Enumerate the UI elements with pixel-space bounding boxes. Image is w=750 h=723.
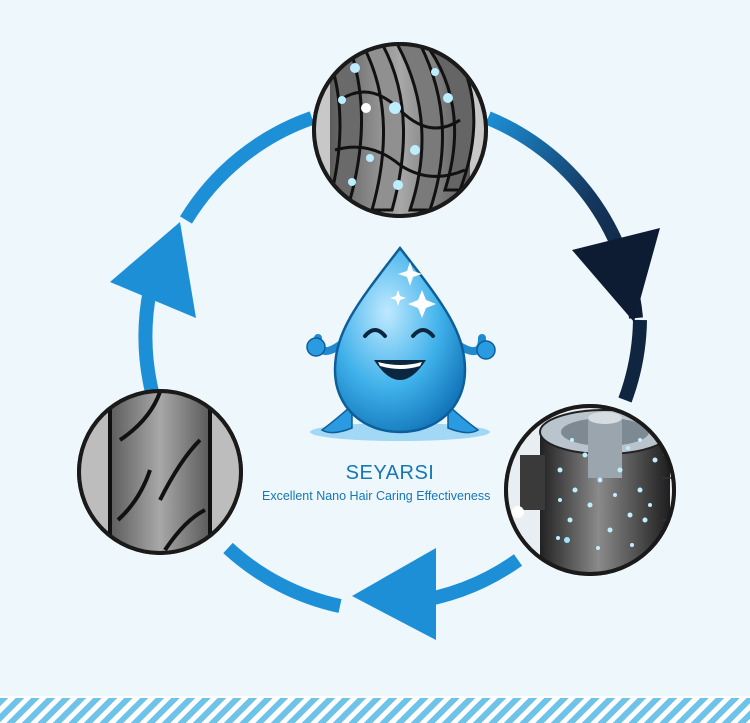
stage-left-circle bbox=[77, 389, 243, 555]
arc-left bbox=[138, 288, 159, 394]
cycle-arrows bbox=[110, 111, 660, 640]
arc-left-top bbox=[180, 111, 315, 224]
water-drop-mascot-icon bbox=[306, 245, 496, 441]
arc-bottom-left bbox=[223, 542, 342, 613]
arrowhead-left bbox=[110, 222, 196, 318]
footer-stripe bbox=[0, 698, 750, 723]
arrowhead-bottom bbox=[352, 548, 436, 640]
stage-right-circle bbox=[504, 404, 676, 576]
arrowhead-right bbox=[572, 228, 660, 322]
arc-right-bottom bbox=[618, 319, 647, 403]
footer-divider bbox=[0, 696, 750, 698]
stage-top-circle bbox=[312, 42, 488, 218]
